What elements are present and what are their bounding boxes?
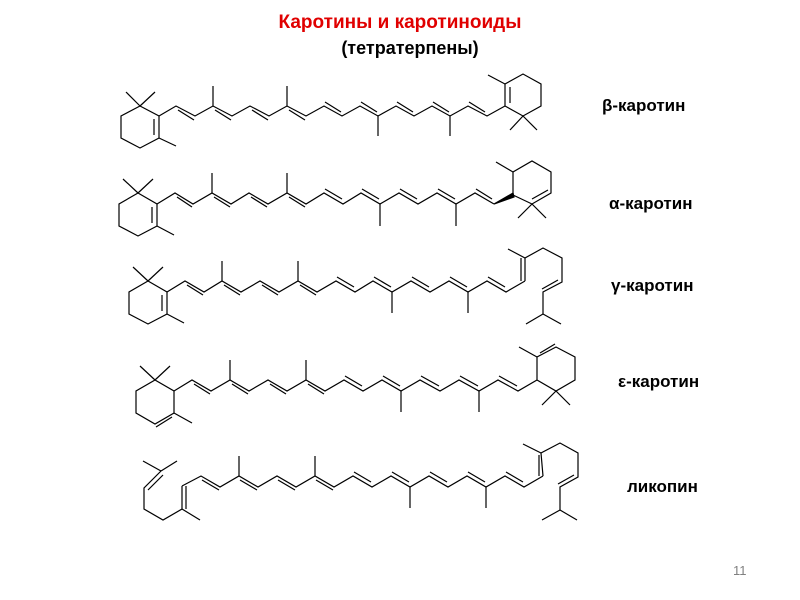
structure-gamma-carotene: [128, 247, 563, 325]
structure-beta-carotene: [120, 73, 542, 149]
slide-subtitle: (тетратерпены): [341, 38, 479, 58]
label-gamma-carotene: γ-каротин: [611, 276, 694, 295]
structure-alpha-carotene: [118, 160, 552, 237]
structure-epsilon-carotene: [135, 343, 576, 428]
label-epsilon-carotene: ε-каротин: [618, 372, 700, 391]
label-lycopene: ликопин: [627, 477, 698, 496]
label-beta-carotene: β-каротин: [602, 96, 686, 115]
slide-title: Каротины и каротиноиды: [278, 12, 522, 33]
label-alpha-carotene: α-каротин: [609, 194, 693, 213]
structure-lycopene: [142, 442, 579, 521]
page-number: 11: [733, 563, 747, 578]
